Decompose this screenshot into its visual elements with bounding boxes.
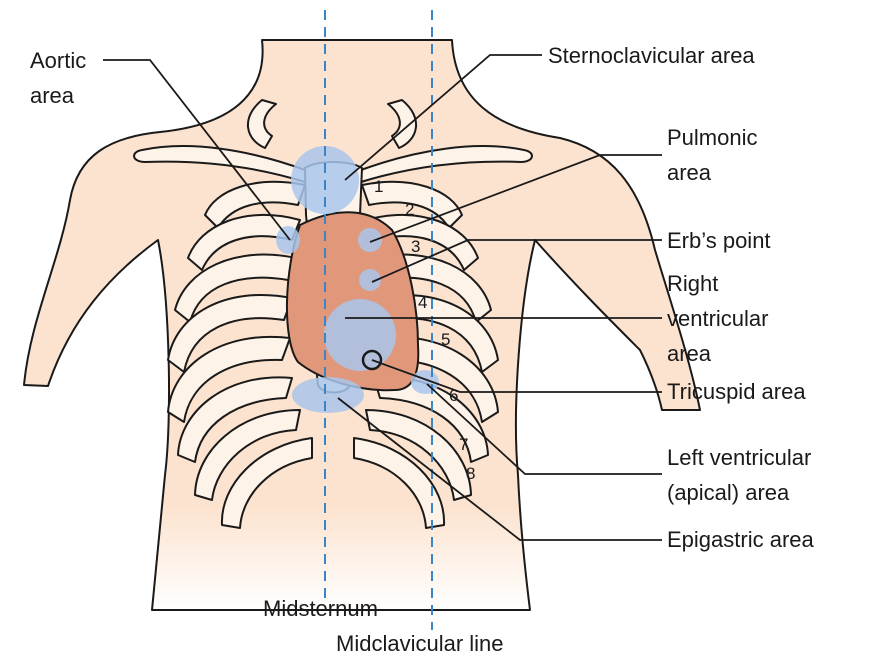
- midclavicular-line-label: Midclavicular line: [336, 631, 504, 656]
- left-ventricular-leader: [426, 383, 662, 475]
- rib-numbers: 1 2 3 4 5 6 7 8: [374, 177, 475, 483]
- epigastric-leader: [337, 397, 662, 541]
- rib-number-3: 3: [411, 237, 420, 256]
- aortic-area-label: Aortic area: [30, 48, 87, 108]
- rib-number-5: 5: [441, 330, 450, 349]
- erbs-point-leader: [371, 239, 662, 283]
- pulmonic-area-label: Pulmonic area: [667, 125, 758, 185]
- sternoclavicular-area-label: Sternoclavicular area: [548, 43, 755, 68]
- tricuspid-area-label: Tricuspid area: [667, 379, 806, 404]
- erbs-point-label: Erb’s point: [667, 228, 771, 253]
- sternoclavicular-leader: [344, 54, 542, 181]
- right-ventricular-area-label: Right ventricular area: [667, 271, 769, 366]
- aortic-leader: [103, 59, 291, 241]
- rib-number-8: 8: [466, 464, 475, 483]
- pulmonic-area-spot: [358, 228, 382, 252]
- tricuspid-marker: [361, 349, 383, 371]
- leader-lines: [103, 54, 662, 541]
- rib-cage-left: [167, 180, 313, 529]
- tricuspid-area-spot: [292, 377, 364, 413]
- rib-number-6: 6: [449, 386, 458, 405]
- left-ventricular-area-label: Left ventricular (apical) area: [667, 445, 812, 505]
- epigastric-area-label: Epigastric area: [667, 527, 814, 552]
- erbs-point-spot: [359, 269, 381, 291]
- rib-number-7: 7: [459, 435, 468, 454]
- tricuspid-leader: [371, 359, 662, 393]
- rib-number-2: 2: [405, 200, 414, 219]
- right-ventricular-area-spot: [324, 299, 396, 371]
- auscultation-areas: [276, 146, 439, 413]
- rib-number-1: 1: [374, 177, 383, 196]
- midsternum-label: Midsternum: [263, 596, 378, 621]
- pulmonic-leader: [369, 154, 662, 243]
- aortic-area-spot: [276, 226, 300, 254]
- rib-number-4: 4: [418, 293, 427, 312]
